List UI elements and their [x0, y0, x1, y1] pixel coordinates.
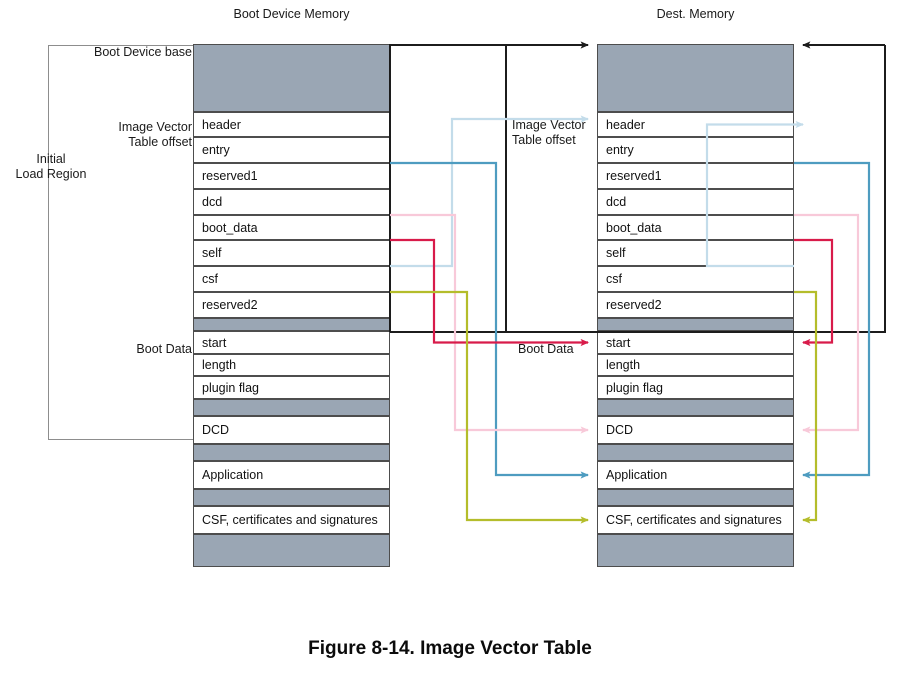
- memory-cell-label: reserved1: [202, 169, 258, 183]
- memory-cell-left-Application: Application: [193, 461, 390, 489]
- memory-cell-left-pad-4: [193, 489, 390, 506]
- memory-cell-label: CSF, certificates and signatures: [202, 513, 378, 527]
- memory-cell-label: Application: [202, 468, 264, 482]
- memory-cell-label: self: [202, 246, 222, 260]
- memory-cell-left-start: start: [193, 331, 390, 354]
- memory-cell-right-CSF: CSF, certificates and signatures: [597, 506, 794, 534]
- memory-cell-left-plugin_flag: plugin flag: [193, 376, 390, 399]
- right-column-title: Dest. Memory: [656, 7, 735, 21]
- memory-cell-label: dcd: [202, 195, 223, 209]
- ivt-offset-label-right: Image Vector Table offset: [512, 118, 586, 147]
- memory-cell-label: reserved2: [606, 298, 662, 312]
- memory-cell-label: boot_data: [606, 220, 662, 235]
- memory-cell-label: header: [606, 117, 645, 132]
- memory-cell-label: csf: [606, 272, 622, 286]
- boot-device-base-label: Boot Device base: [94, 45, 192, 59]
- memory-cell-left-DCD: DCD: [193, 416, 390, 444]
- memory-cell-right-pad-2: [597, 399, 794, 416]
- memory-cell-left-length: length: [193, 354, 390, 376]
- memory-cell-label: start: [606, 335, 631, 350]
- memory-cell-label: length: [606, 358, 641, 372]
- memory-cell-left-header: header: [193, 112, 390, 137]
- memory-cell-left-self: self: [193, 240, 390, 266]
- memory-cell-left-CSF: CSF, certificates and signatures: [193, 506, 390, 534]
- memory-cell-right-boot_data: boot_data: [597, 215, 794, 240]
- initial-load-region-bracket: [48, 45, 193, 440]
- memory-cell-left-entry: entry: [193, 137, 390, 163]
- memory-cell-right-pad-4: [597, 489, 794, 506]
- memory-cell-label: DCD: [606, 423, 634, 437]
- memory-cell-left-pad-3: [193, 444, 390, 461]
- memory-cell-left-csf: csf: [193, 266, 390, 292]
- boot-data-label-right: Boot Data: [518, 342, 574, 356]
- ivt-offset-label-left: Image Vector Table offset: [118, 120, 192, 149]
- memory-cell-left-pad-2: [193, 399, 390, 416]
- memory-cell-label: reserved1: [606, 169, 662, 183]
- memory-cell-label: plugin flag: [606, 380, 663, 395]
- memory-cell-left-boot_data: boot_data: [193, 215, 390, 240]
- memory-cell-label: csf: [202, 272, 218, 286]
- memory-cell-left-reserved1: reserved1: [193, 163, 390, 189]
- memory-cell-right-Application: Application: [597, 461, 794, 489]
- memory-cell-left-bottom-pad: [193, 534, 390, 567]
- memory-cell-label: entry: [202, 143, 230, 157]
- memory-cell-right-top-pad: [597, 44, 794, 112]
- memory-cell-label: dcd: [606, 195, 627, 209]
- memory-cell-right-bottom-pad: [597, 534, 794, 567]
- memory-cell-right-csf: csf: [597, 266, 794, 292]
- memory-cell-label: plugin flag: [202, 380, 259, 395]
- memory-cell-label: CSF, certificates and signatures: [606, 513, 782, 527]
- memory-cell-label: length: [202, 358, 237, 372]
- memory-cell-label: header: [202, 117, 241, 132]
- memory-cell-right-dcd: dcd: [597, 189, 794, 215]
- memory-cell-left-reserved2: reserved2: [193, 292, 390, 318]
- memory-cell-right-self: self: [597, 240, 794, 266]
- memory-cell-right-reserved2: reserved2: [597, 292, 794, 318]
- memory-cell-label: boot_data: [202, 220, 258, 235]
- memory-cell-label: Application: [606, 468, 668, 482]
- boot-data-label-left: Boot Data: [136, 342, 192, 356]
- memory-cell-right-entry: entry: [597, 137, 794, 163]
- memory-cell-label: DCD: [202, 423, 230, 437]
- figure-caption: Figure 8-14. Image Vector Table: [308, 638, 592, 659]
- memory-cell-right-plugin_flag: plugin flag: [597, 376, 794, 399]
- memory-cell-right-pad-1: [597, 318, 794, 331]
- initial-load-region-label: Initial Load Region: [15, 152, 87, 181]
- memory-cell-label: self: [606, 246, 626, 260]
- memory-cell-right-DCD: DCD: [597, 416, 794, 444]
- memory-cell-label: entry: [606, 143, 634, 157]
- memory-cell-right-reserved1: reserved1: [597, 163, 794, 189]
- memory-cell-right-pad-3: [597, 444, 794, 461]
- left-column-title: Boot Device Memory: [233, 7, 350, 21]
- memory-cell-label: start: [202, 335, 227, 350]
- memory-cell-right-length: length: [597, 354, 794, 376]
- memory-cell-label: reserved2: [202, 298, 258, 312]
